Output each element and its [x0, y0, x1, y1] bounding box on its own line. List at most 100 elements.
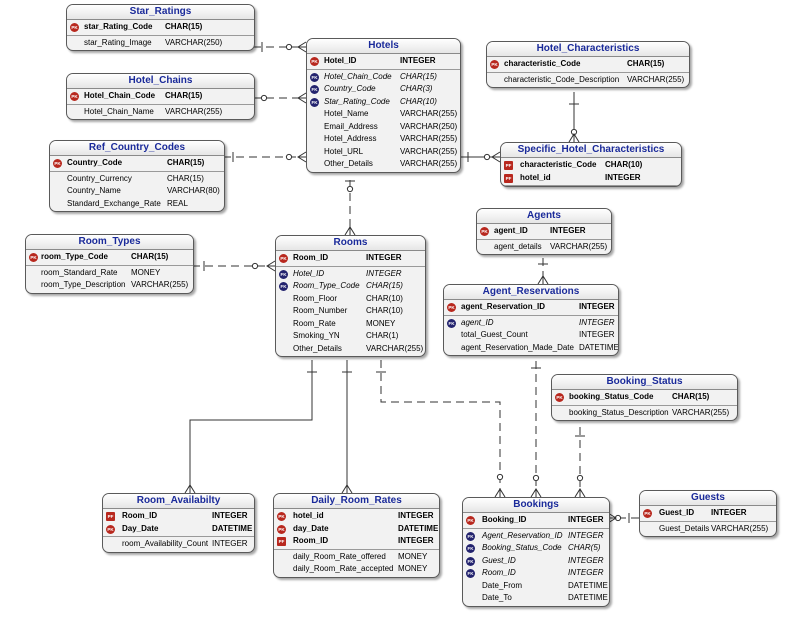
- attribute-name: Hotel_ID: [324, 56, 357, 65]
- attribute-type: INTEGER: [568, 568, 604, 577]
- attribute-name: Hotel_Name: [324, 109, 369, 118]
- entity-title: Hotels: [307, 39, 460, 54]
- primary-key-icon: PK: [480, 227, 489, 236]
- attribute-type: CHAR(15): [165, 22, 203, 31]
- attribute-type: CHAR(15): [672, 392, 710, 401]
- attribute-name: daily_Room_Rate_accepted: [293, 564, 394, 573]
- attribute-name: agent_Reservation_Made_Date: [461, 342, 574, 352]
- foreign-key-icon: FK: [279, 269, 288, 279]
- primary-key-icon: PK: [490, 60, 499, 69]
- primary-foreign-key-icon: PF: [106, 512, 115, 521]
- entity-title: Specific_Hotel_Characteristics: [501, 143, 681, 158]
- optional-circle: [483, 153, 491, 161]
- attribute-type: INTEGER: [550, 226, 586, 235]
- optional-circle: [496, 473, 504, 481]
- attribute-type: INTEGER: [579, 302, 615, 311]
- crows-foot: [537, 275, 549, 285]
- optional-circle: [285, 43, 293, 51]
- attribute-type: VARCHAR(255): [131, 280, 189, 289]
- attribute-type: CHAR(15): [167, 158, 205, 167]
- primary-key-section: PK agent_ID INTEGER: [477, 224, 611, 240]
- entity-title: Agent_Reservations: [444, 285, 618, 300]
- attribute-name: Smoking_YN: [293, 331, 340, 340]
- primary-key-icon: PK: [466, 516, 475, 525]
- attribute-type: MONEY: [366, 318, 396, 328]
- attribute-type: CHAR(15): [627, 59, 665, 68]
- attribute-name: agent_ID: [461, 317, 494, 327]
- attribute-type: MONEY: [398, 551, 428, 561]
- entity-title: Room_Availabilty: [103, 494, 254, 509]
- entity-title: Rooms: [276, 236, 425, 251]
- attribute-type: CHAR(10): [605, 160, 643, 169]
- attribute-name: Hotel_Chain_Name: [84, 106, 154, 116]
- primary-key-icon: PK: [643, 509, 652, 518]
- attribute-name: characteristic_Code: [504, 59, 581, 68]
- primary-key-icon: PK: [277, 512, 286, 521]
- attribute-type: INTEGER: [398, 511, 434, 520]
- crows-foot: [530, 488, 542, 498]
- attribute-name: Hotel_Address: [324, 134, 377, 143]
- attribute-name: characteristic_Code_Description: [504, 74, 620, 84]
- entity-title: Guests: [640, 491, 776, 506]
- primary-key-icon: PK: [53, 159, 62, 168]
- entity-title: Room_Types: [26, 235, 193, 250]
- attribute-name: star_Rating_Image: [84, 37, 152, 47]
- attribute-name: Hotel_Chain_Code: [84, 91, 156, 100]
- attribute-name: Other_Details: [293, 343, 342, 353]
- entity-title: Hotel_Characteristics: [487, 42, 689, 57]
- crows-foot: [297, 92, 307, 104]
- attribute-type: CHAR(10): [366, 293, 403, 303]
- attribute-type: DATETIME: [212, 523, 253, 533]
- attribute-name: room_Availability_Count: [122, 539, 209, 548]
- relationship-line: [380, 360, 501, 497]
- crows-foot: [344, 226, 356, 236]
- primary-key-icon: PK: [310, 57, 319, 66]
- attribute-name: agent_ID: [494, 226, 528, 235]
- entity-title: Star_Ratings: [67, 5, 254, 20]
- attribute-type: MONEY: [398, 564, 428, 573]
- attribute-name: star_Rating_Code: [84, 22, 153, 31]
- attribute-type: INTEGER: [579, 330, 615, 339]
- foreign-key-icon: FK: [466, 544, 475, 553]
- foreign-key-icon: FK: [310, 97, 319, 107]
